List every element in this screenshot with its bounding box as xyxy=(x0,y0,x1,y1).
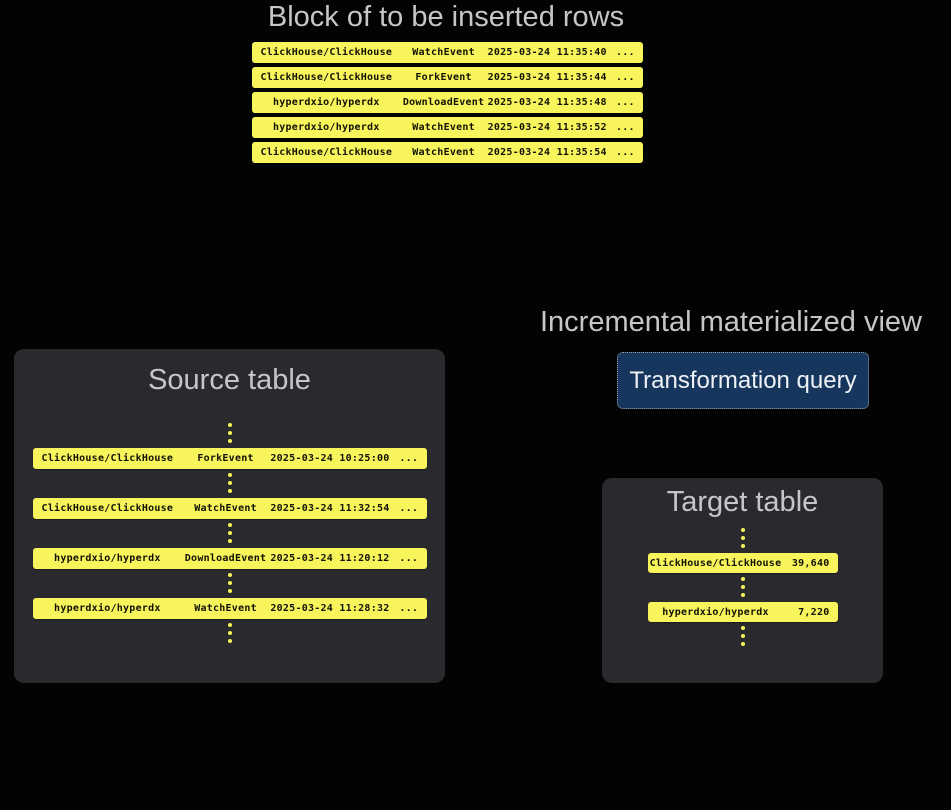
row-timestamp-cell: 2025-03-24 11:20:12 xyxy=(270,553,390,564)
table-row: hyperdxio/hyperdx WatchEvent 2025-03-24 … xyxy=(252,117,643,138)
row-event-cell: WatchEvent xyxy=(412,47,475,58)
row-repo-cell: ClickHouse/ClickHouse xyxy=(41,503,174,514)
row-timestamp-cell: 2025-03-24 11:32:54 xyxy=(270,503,390,514)
row-repo-cell: ClickHouse/ClickHouse xyxy=(649,557,782,569)
row-ellipsis-cell: ... xyxy=(399,503,419,514)
row-repo-cell: ClickHouse/ClickHouse xyxy=(260,47,393,58)
source-table-rows: ClickHouse/ClickHouse ForkEvent 2025-03-… xyxy=(14,419,445,648)
insert-block-title: Block of to be inserted rows xyxy=(267,1,625,33)
table-row: ClickHouse/ClickHouse ForkEvent 2025-03-… xyxy=(252,67,643,88)
row-event-cell: ForkEvent xyxy=(415,72,472,83)
ellipsis-dots xyxy=(227,473,232,493)
target-table-title: Target table xyxy=(666,486,819,518)
ellipsis-dots xyxy=(740,577,745,597)
target-table-rows: ClickHouse/ClickHouse 39,640 hyperdxio/h… xyxy=(602,524,883,651)
target-table-panel: Target table ClickHouse/ClickHouse 39,64… xyxy=(602,478,883,683)
row-repo-cell: hyperdxio/hyperdx xyxy=(54,553,161,564)
materialized-view-title: Incremental materialized view xyxy=(540,306,922,338)
row-event-cell: WatchEvent xyxy=(412,147,475,158)
insert-block-rows: ClickHouse/ClickHouse WatchEvent 2025-03… xyxy=(252,42,643,163)
row-repo-cell: hyperdxio/hyperdx xyxy=(272,97,380,108)
row-count-cell: 39,640 xyxy=(791,557,830,569)
row-event-cell: DownloadEvent xyxy=(402,97,485,108)
row-timestamp-cell: 2025-03-24 11:35:52 xyxy=(487,122,607,133)
row-event-cell: WatchEvent xyxy=(194,503,257,514)
row-repo-cell: hyperdxio/hyperdx xyxy=(54,603,161,614)
table-row: ClickHouse/ClickHouse WatchEvent 2025-03… xyxy=(32,498,427,519)
row-timestamp-cell: 2025-03-24 11:35:44 xyxy=(487,72,607,83)
transformation-query-label: Transformation query xyxy=(629,366,857,394)
ellipsis-dots xyxy=(227,523,232,543)
row-timestamp-cell: 2025-03-24 11:35:40 xyxy=(487,47,607,58)
row-event-cell: DownloadEvent xyxy=(184,553,267,564)
row-timestamp-cell: 2025-03-24 10:25:00 xyxy=(270,453,390,464)
row-ellipsis-cell: ... xyxy=(615,72,635,83)
ellipsis-dots xyxy=(227,423,232,443)
row-ellipsis-cell: ... xyxy=(615,122,635,133)
ellipsis-dots xyxy=(740,626,745,646)
row-event-cell: ForkEvent xyxy=(197,453,254,464)
row-timestamp-cell: 2025-03-24 11:28:32 xyxy=(270,603,390,614)
table-row: ClickHouse/ClickHouse WatchEvent 2025-03… xyxy=(252,142,643,163)
table-row: ClickHouse/ClickHouse 39,640 xyxy=(647,553,838,573)
row-ellipsis-cell: ... xyxy=(615,97,635,108)
ellipsis-dots xyxy=(227,573,232,593)
table-row: hyperdxio/hyperdx DownloadEvent 2025-03-… xyxy=(252,92,643,113)
ellipsis-dots xyxy=(227,623,232,643)
row-ellipsis-cell: ... xyxy=(615,147,635,158)
table-row: hyperdxio/hyperdx WatchEvent 2025-03-24 … xyxy=(32,598,427,619)
source-table-title: Source table xyxy=(148,364,311,396)
row-timestamp-cell: 2025-03-24 11:35:48 xyxy=(487,97,607,108)
row-event-cell: WatchEvent xyxy=(194,603,257,614)
table-row: hyperdxio/hyperdx DownloadEvent 2025-03-… xyxy=(32,548,427,569)
row-repo-cell: ClickHouse/ClickHouse xyxy=(260,72,393,83)
row-ellipsis-cell: ... xyxy=(399,553,419,564)
ellipsis-dots xyxy=(740,528,745,548)
transformation-query-box: Transformation query xyxy=(617,352,869,409)
row-event-cell: WatchEvent xyxy=(412,122,475,133)
row-count-cell: 7,220 xyxy=(798,606,830,618)
table-row: ClickHouse/ClickHouse WatchEvent 2025-03… xyxy=(252,42,643,63)
row-ellipsis-cell: ... xyxy=(399,453,419,464)
row-repo-cell: hyperdxio/hyperdx xyxy=(662,606,769,618)
table-row: ClickHouse/ClickHouse ForkEvent 2025-03-… xyxy=(32,448,427,469)
row-repo-cell: ClickHouse/ClickHouse xyxy=(41,453,174,464)
source-table-panel: Source table ClickHouse/ClickHouse ForkE… xyxy=(14,349,445,683)
row-timestamp-cell: 2025-03-24 11:35:54 xyxy=(487,147,607,158)
row-repo-cell: ClickHouse/ClickHouse xyxy=(260,147,393,158)
table-row: hyperdxio/hyperdx 7,220 xyxy=(647,602,838,622)
row-repo-cell: hyperdxio/hyperdx xyxy=(272,122,380,133)
row-ellipsis-cell: ... xyxy=(399,603,419,614)
row-ellipsis-cell: ... xyxy=(615,47,635,58)
